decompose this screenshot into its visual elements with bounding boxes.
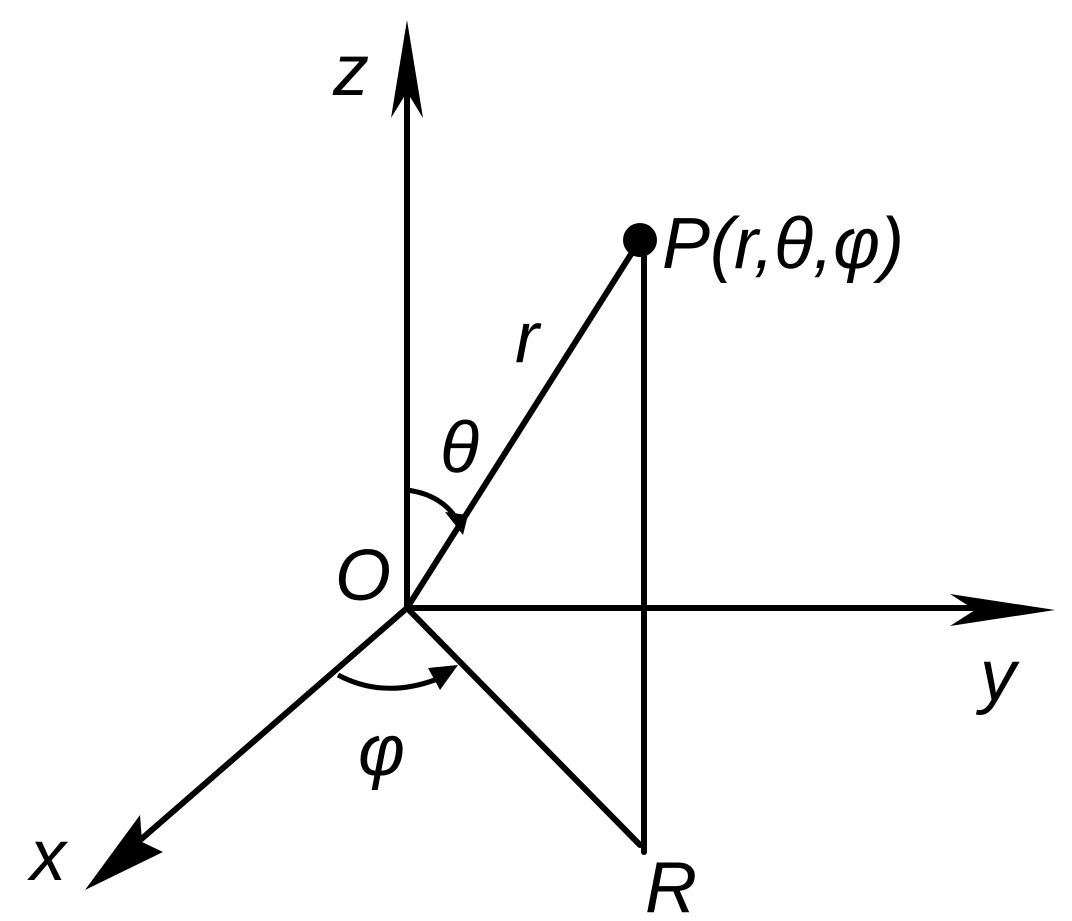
origin-label: O	[335, 536, 391, 616]
phi-arc	[336, 672, 441, 691]
y-axis-label: y	[975, 636, 1020, 716]
projection-r-label: R	[645, 848, 697, 921]
theta-label: θ	[440, 408, 479, 488]
x-axis-label: x	[27, 816, 69, 896]
radius-label: r	[515, 298, 542, 378]
z-axis-arrowhead	[391, 20, 423, 118]
z-axis-label: z	[332, 31, 369, 111]
theta-arc-arrowhead	[445, 512, 468, 535]
radius-line	[404, 237, 643, 611]
x-axis-arrowhead	[85, 815, 163, 890]
point-p-dot	[623, 223, 657, 257]
phi-arc-arrowhead	[428, 665, 458, 690]
y-axis-arrowhead	[950, 594, 1055, 626]
point-p-label: P(r,θ,φ)	[662, 204, 904, 284]
x-axis-line	[112, 605, 410, 865]
projection-radial-line	[404, 605, 643, 848]
phi-label: φ	[358, 711, 405, 791]
